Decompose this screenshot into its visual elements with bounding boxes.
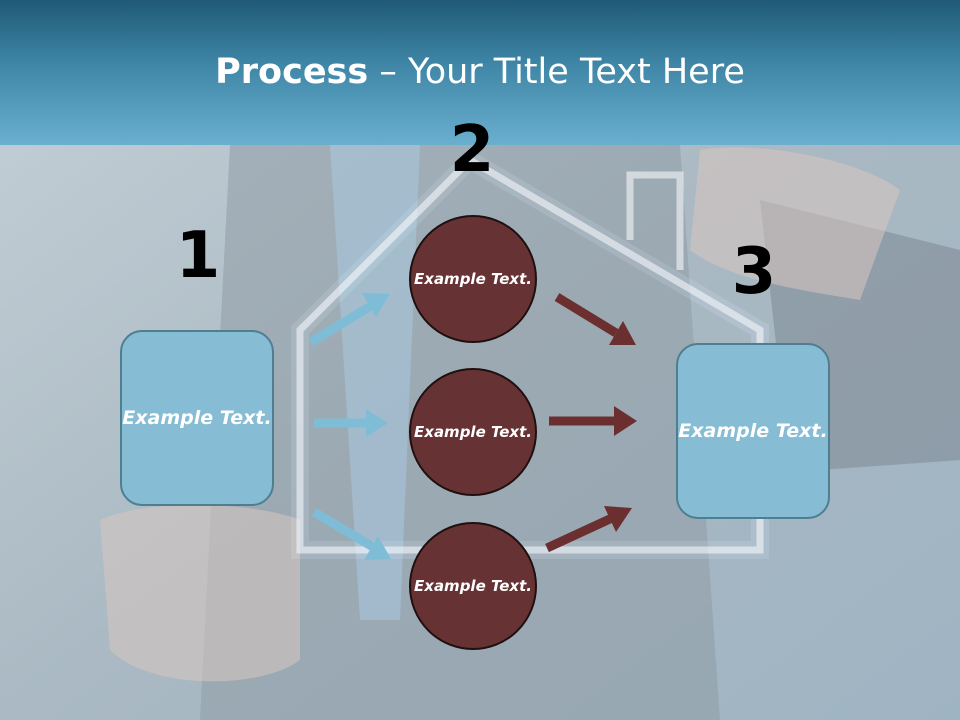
- arrow-bottom-to-right: [545, 506, 632, 553]
- title-rest: – Your Title Text Here: [368, 52, 745, 92]
- step-number-3: 3: [731, 235, 777, 309]
- process-circle-bottom: Example Text.: [409, 522, 537, 650]
- title-bold: Process: [215, 52, 369, 92]
- process-box-start: Example Text.: [120, 330, 274, 506]
- slide-title: Process – Your Title Text Here: [0, 52, 960, 92]
- title-bar: [0, 0, 960, 145]
- arrow-left-to-middle: [314, 409, 388, 437]
- process-circle-top: Example Text.: [409, 215, 537, 343]
- arrow-middle-to-right: [549, 406, 637, 436]
- process-circle-middle: Example Text.: [409, 368, 537, 496]
- step-number-2: 2: [449, 113, 495, 187]
- arrow-top-to-right: [554, 293, 636, 345]
- arrow-left-to-bottom: [311, 508, 391, 560]
- arrow-left-to-top: [308, 293, 390, 346]
- step-number-1: 1: [175, 219, 221, 293]
- process-box-end: Example Text.: [676, 343, 830, 519]
